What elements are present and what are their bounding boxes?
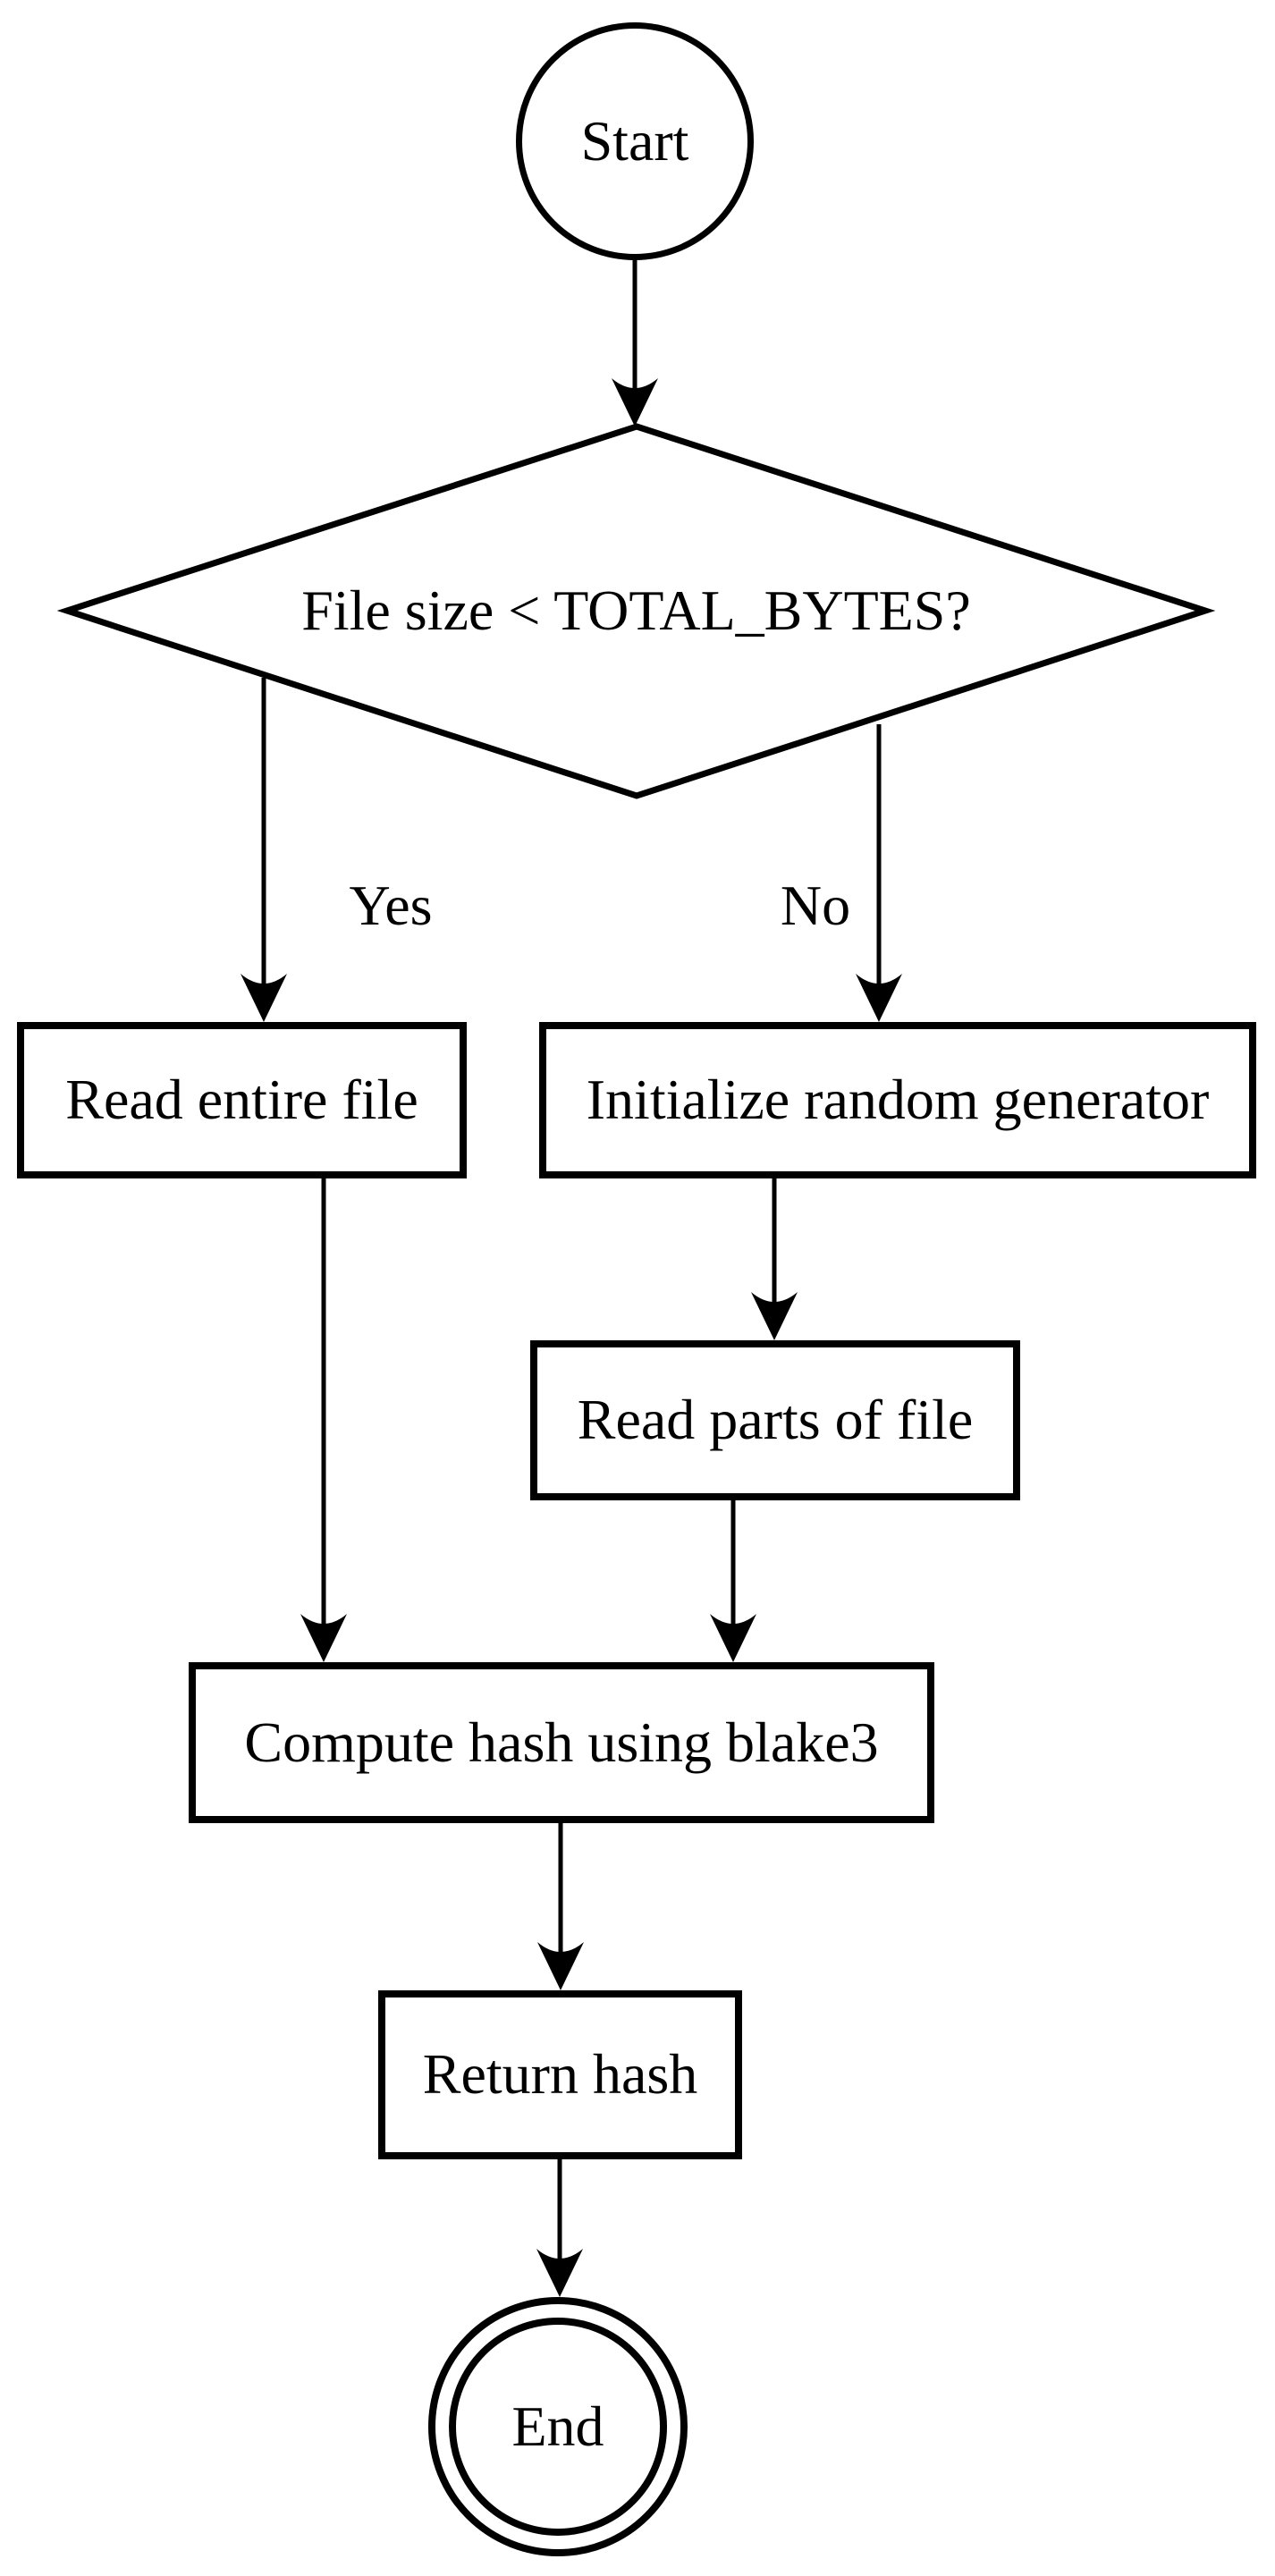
arrowhead-into-end-icon: [536, 2249, 583, 2297]
process-read-parts-of-file: Read parts of file: [530, 1340, 1020, 1500]
arrowhead-into-init-random-icon: [856, 974, 902, 1022]
end-node: End: [449, 2318, 667, 2536]
arrowhead-into-return-icon: [537, 1942, 584, 1990]
process-read-parts-of-file-label: Read parts of file: [577, 1388, 974, 1452]
process-compute-hash: Compute hash using blake3: [189, 1662, 934, 1823]
process-compute-hash-label: Compute hash using blake3: [244, 1710, 879, 1774]
yes-branch-label: Yes: [349, 874, 433, 937]
process-return-hash: Return hash: [378, 1990, 742, 2159]
start-node: Start: [516, 22, 754, 260]
decision-node-label: File size < TOTAL_BYTES?: [301, 579, 971, 643]
process-return-hash-label: Return hash: [422, 2042, 698, 2107]
start-node-label: Start: [580, 108, 689, 173]
process-read-entire-file-label: Read entire file: [65, 1068, 418, 1132]
decision-node: File size < TOTAL_BYTES?: [67, 427, 1205, 796]
process-read-entire-file: Read entire file: [17, 1022, 467, 1178]
process-initialize-random-generator: Initialize random generator: [539, 1022, 1256, 1178]
process-initialize-random-generator-label: Initialize random generator: [586, 1068, 1210, 1132]
end-node-label: End: [511, 2394, 604, 2458]
arrowhead-into-decision-icon: [612, 378, 658, 427]
no-branch-label: No: [780, 874, 851, 937]
arrowhead-into-compute-right-icon: [710, 1614, 756, 1662]
arrowhead-into-compute-left-icon: [300, 1614, 347, 1662]
decision-diamond-shape: [56, 423, 1216, 799]
arrowhead-into-read-parts-icon: [751, 1292, 798, 1340]
arrowhead-into-read-entire-icon: [241, 974, 287, 1022]
